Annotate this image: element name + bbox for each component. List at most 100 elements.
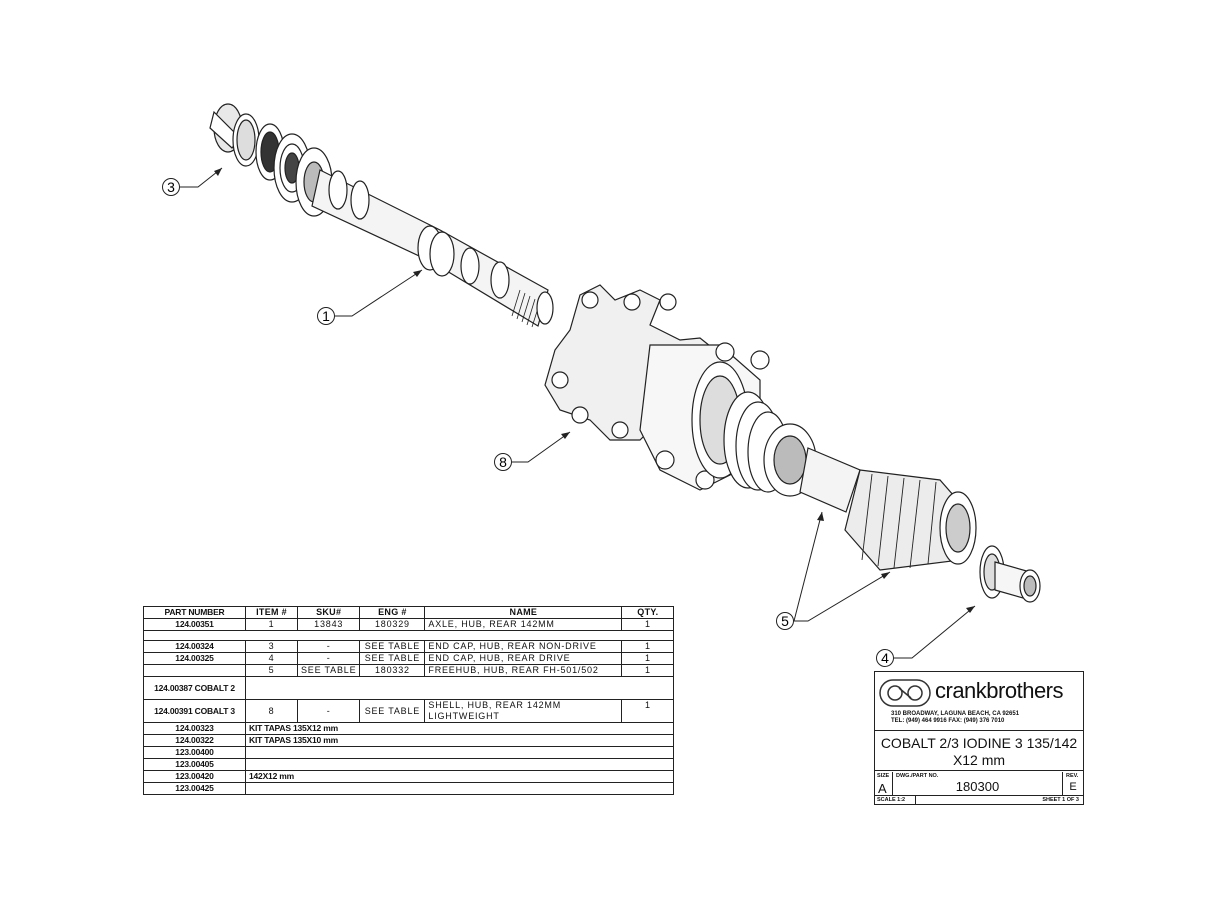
part-number-cell: 123.00400 xyxy=(143,746,246,759)
drawing-title-line-1: COBALT 2/3 IODINE 3 135/142 xyxy=(880,735,1078,751)
crankbrothers-logo-icon xyxy=(879,679,931,707)
part-number-cell: 124.00387 COBALT 2 xyxy=(143,676,246,700)
sku-cell: SEE TABLE xyxy=(296,664,361,677)
hub-shell xyxy=(544,284,817,497)
part-number-cell: 123.00425 xyxy=(143,782,246,795)
header-qty: QTY. xyxy=(621,606,675,619)
header-part-number: PART NUMBER xyxy=(143,606,246,619)
header-sku: SKU# xyxy=(296,606,361,619)
sheet-label: SHEET 1 OF 3 xyxy=(1042,797,1079,803)
address-line: 310 BROADWAY, LAGUNA BEACH, CA 92651 xyxy=(891,711,1020,717)
name-cell: AXLE, HUB, REAR 142MM xyxy=(424,618,623,631)
sku-cell: - xyxy=(296,652,361,665)
title-block-footer: SCALE 1:2 SHEET 1 OF 3 xyxy=(875,796,1083,805)
title-block-info-row: SIZE A DWG./PART NO. 180300 REV. E xyxy=(875,772,1083,796)
header-eng: ENG # xyxy=(359,606,426,619)
dwg-number: 180300 xyxy=(955,779,1000,794)
item-cell: 1 xyxy=(245,618,298,631)
kit-row: 124.00322 KIT TAPAS 135X10 mm xyxy=(143,734,675,747)
part-number-cell xyxy=(143,664,246,677)
dwg-label: DWG./PART NO. xyxy=(896,773,939,779)
bom-header-row: PART NUMBER ITEM # SKU# ENG # NAME QTY. xyxy=(143,606,675,619)
header-name: NAME xyxy=(424,606,623,619)
part-number-cell: 123.00420 xyxy=(143,770,246,783)
rev-label: REV. xyxy=(1066,773,1079,779)
callout-5: 5 xyxy=(776,612,794,630)
name-cell: END CAP, HUB, REAR DRIVE xyxy=(424,652,623,665)
table-row: 124.00325 4 - SEE TABLE END CAP, HUB, RE… xyxy=(143,652,675,665)
size-cell: SIZE A xyxy=(875,772,893,796)
company-address: 310 BROADWAY, LAGUNA BEACH, CA 92651 TEL… xyxy=(891,711,1019,725)
kit-desc-cell xyxy=(244,758,675,771)
kit-desc-cell: KIT TAPAS 135X10 mm xyxy=(244,734,675,747)
table-row-blank xyxy=(142,630,675,641)
axle xyxy=(311,169,554,328)
kit-desc-cell xyxy=(244,782,675,795)
size-value: A xyxy=(878,781,887,796)
part-number-cell: 124.00323 xyxy=(143,722,246,735)
svg-text:1: 1 xyxy=(322,308,330,324)
svg-text:4: 4 xyxy=(881,650,889,666)
brand-name: crankbrothers xyxy=(935,678,1064,703)
table-row: 124.00387 COBALT 2 xyxy=(143,676,675,700)
scale-label: SCALE 1:2 xyxy=(877,797,906,803)
name-cell: END CAP, HUB, REAR NON-DRIVE xyxy=(424,640,623,653)
drawing-title-line-2: X12 mm xyxy=(952,752,1006,768)
svg-text:3: 3 xyxy=(167,179,175,195)
name-cell: FREEHUB, HUB, REAR FH-501/502 xyxy=(424,664,623,677)
phone-line: TEL: (949) 464 9916 FAX: (949) 376 7010 xyxy=(891,718,1005,724)
callout-8: 8 xyxy=(494,453,512,471)
bom-table: PART NUMBER ITEM # SKU# ENG # NAME QTY. … xyxy=(142,606,675,795)
svg-text:8: 8 xyxy=(499,454,507,470)
size-label: SIZE xyxy=(877,773,890,779)
qty-cell: 1 xyxy=(621,640,675,653)
eng-cell: 180332 xyxy=(359,664,426,677)
qty-cell: 1 xyxy=(621,618,675,631)
drawing-title: COBALT 2/3 IODINE 3 135/142 X12 mm xyxy=(875,731,1083,771)
part-number-cell: 124.00325 xyxy=(143,652,246,665)
callout-3: 3 xyxy=(162,178,180,196)
end-cap-drive xyxy=(979,545,1041,603)
kit-row: 124.00323 KIT TAPAS 135X12 mm xyxy=(143,722,675,735)
part-number-cell: 124.00322 xyxy=(143,734,246,747)
table-row: 124.00391 COBALT 3 8 - SEE TABLE SHELL, … xyxy=(143,699,675,723)
svg-text:5: 5 xyxy=(781,613,789,629)
qty-cell: 1 xyxy=(621,699,675,723)
sku-cell: - xyxy=(296,640,361,653)
sku-cell: 13843 xyxy=(296,618,361,631)
item-cell: 4 xyxy=(245,652,298,665)
rev-cell: REV. E xyxy=(1063,772,1083,795)
rev-value: E xyxy=(1069,781,1077,793)
qty-cell: 1 xyxy=(621,664,675,677)
empty-cell xyxy=(244,676,675,700)
table-row: 5 SEE TABLE 180332 FREEHUB, HUB, REAR FH… xyxy=(143,664,675,677)
item-cell: 5 xyxy=(245,664,298,677)
header-item: ITEM # xyxy=(245,606,298,619)
kit-row: 123.00400 xyxy=(143,746,675,759)
callout-4: 4 xyxy=(876,649,894,667)
item-cell: 3 xyxy=(245,640,298,653)
kit-desc-cell: KIT TAPAS 135X12 mm xyxy=(244,722,675,735)
eng-cell: SEE TABLE xyxy=(359,699,426,723)
freehub xyxy=(799,447,977,571)
eng-cell: SEE TABLE xyxy=(359,652,426,665)
dwg-cell: DWG./PART NO. 180300 xyxy=(893,772,1063,795)
item-cell: 8 xyxy=(245,699,298,723)
part-number-cell: 124.00351 xyxy=(143,618,246,631)
kit-desc-cell: 142X12 mm xyxy=(244,770,675,783)
sku-cell: - xyxy=(296,699,361,723)
kit-desc-cell xyxy=(244,746,675,759)
kit-row: 123.00425 xyxy=(143,782,675,795)
end-cap-non-drive xyxy=(209,103,260,167)
name-cell: SHELL, HUB, REAR 142MM LIGHTWEIGHT xyxy=(424,699,623,723)
part-number-cell: 124.00324 xyxy=(143,640,246,653)
part-number-cell: 124.00391 COBALT 3 xyxy=(143,699,246,723)
eng-cell: SEE TABLE xyxy=(359,640,426,653)
table-row: 124.00324 3 - SEE TABLE END CAP, HUB, RE… xyxy=(143,640,675,653)
brand-header: crankbrothers 310 BROADWAY, LAGUNA BEACH… xyxy=(875,672,1083,731)
kit-row: 123.00405 xyxy=(143,758,675,771)
kit-row: 123.00420 142X12 mm xyxy=(143,770,675,783)
callout-1: 1 xyxy=(317,307,335,325)
eng-cell: 180329 xyxy=(359,618,426,631)
